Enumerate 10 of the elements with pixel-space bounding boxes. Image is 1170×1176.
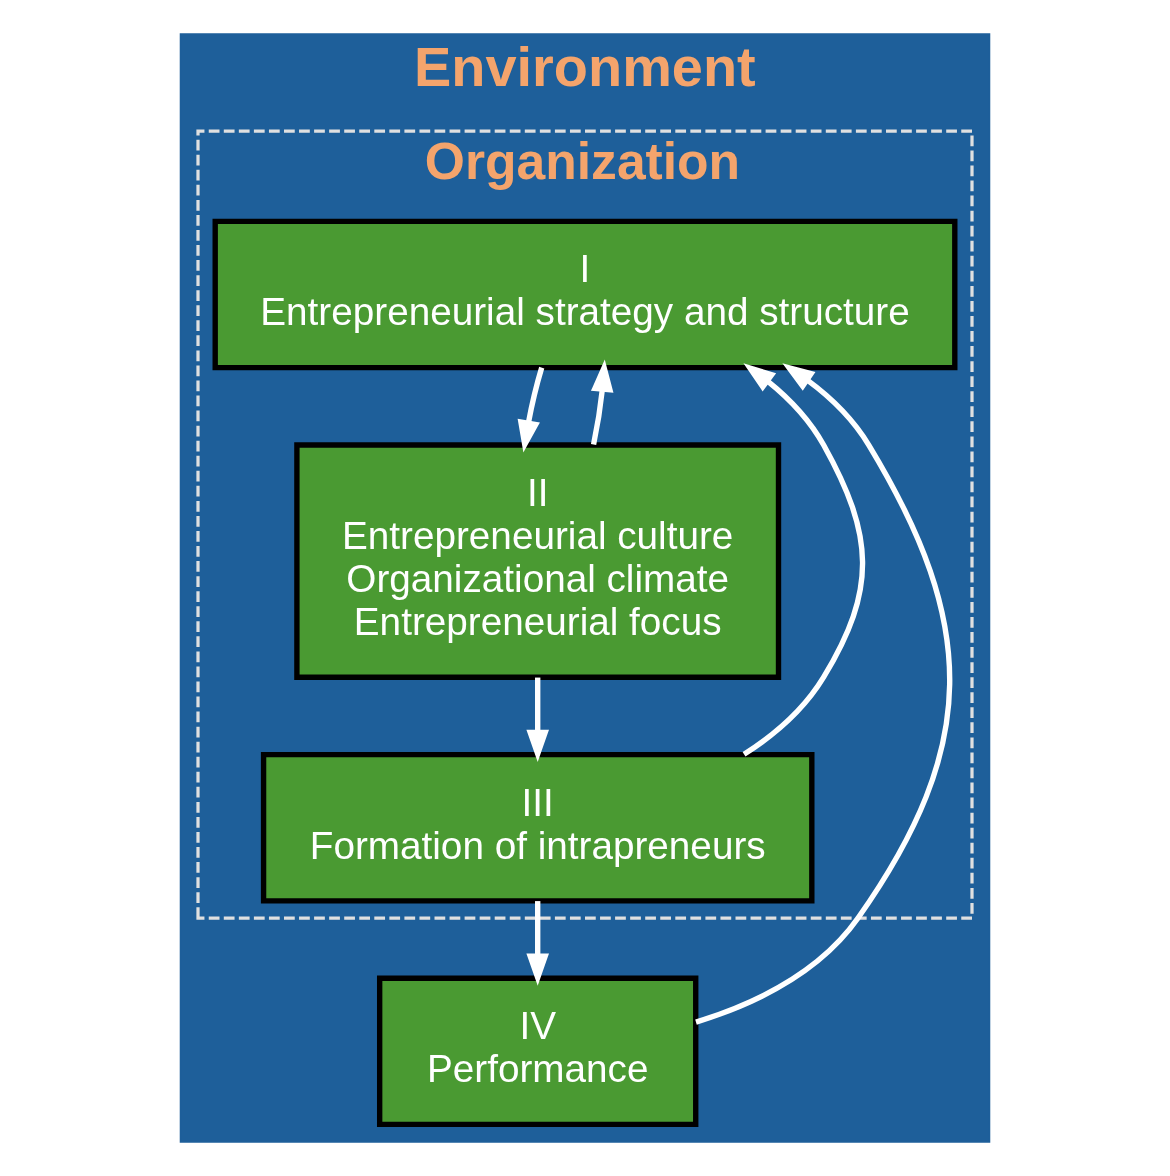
arrow [695, 363, 953, 1025]
arrow [590, 359, 614, 445]
node-box: IV Performance [377, 975, 699, 1128]
arrow [526, 677, 550, 763]
arrow [517, 366, 545, 453]
node-box: II Entrepreneurial culture Organizational climate Entrepreneurial focus [294, 442, 782, 680]
node-box: I Entrepreneurial strategy and structure [212, 218, 958, 371]
arrow [526, 901, 550, 986]
node-box: III Formation of intrapreneurs [260, 751, 815, 904]
arrow [742, 363, 866, 757]
